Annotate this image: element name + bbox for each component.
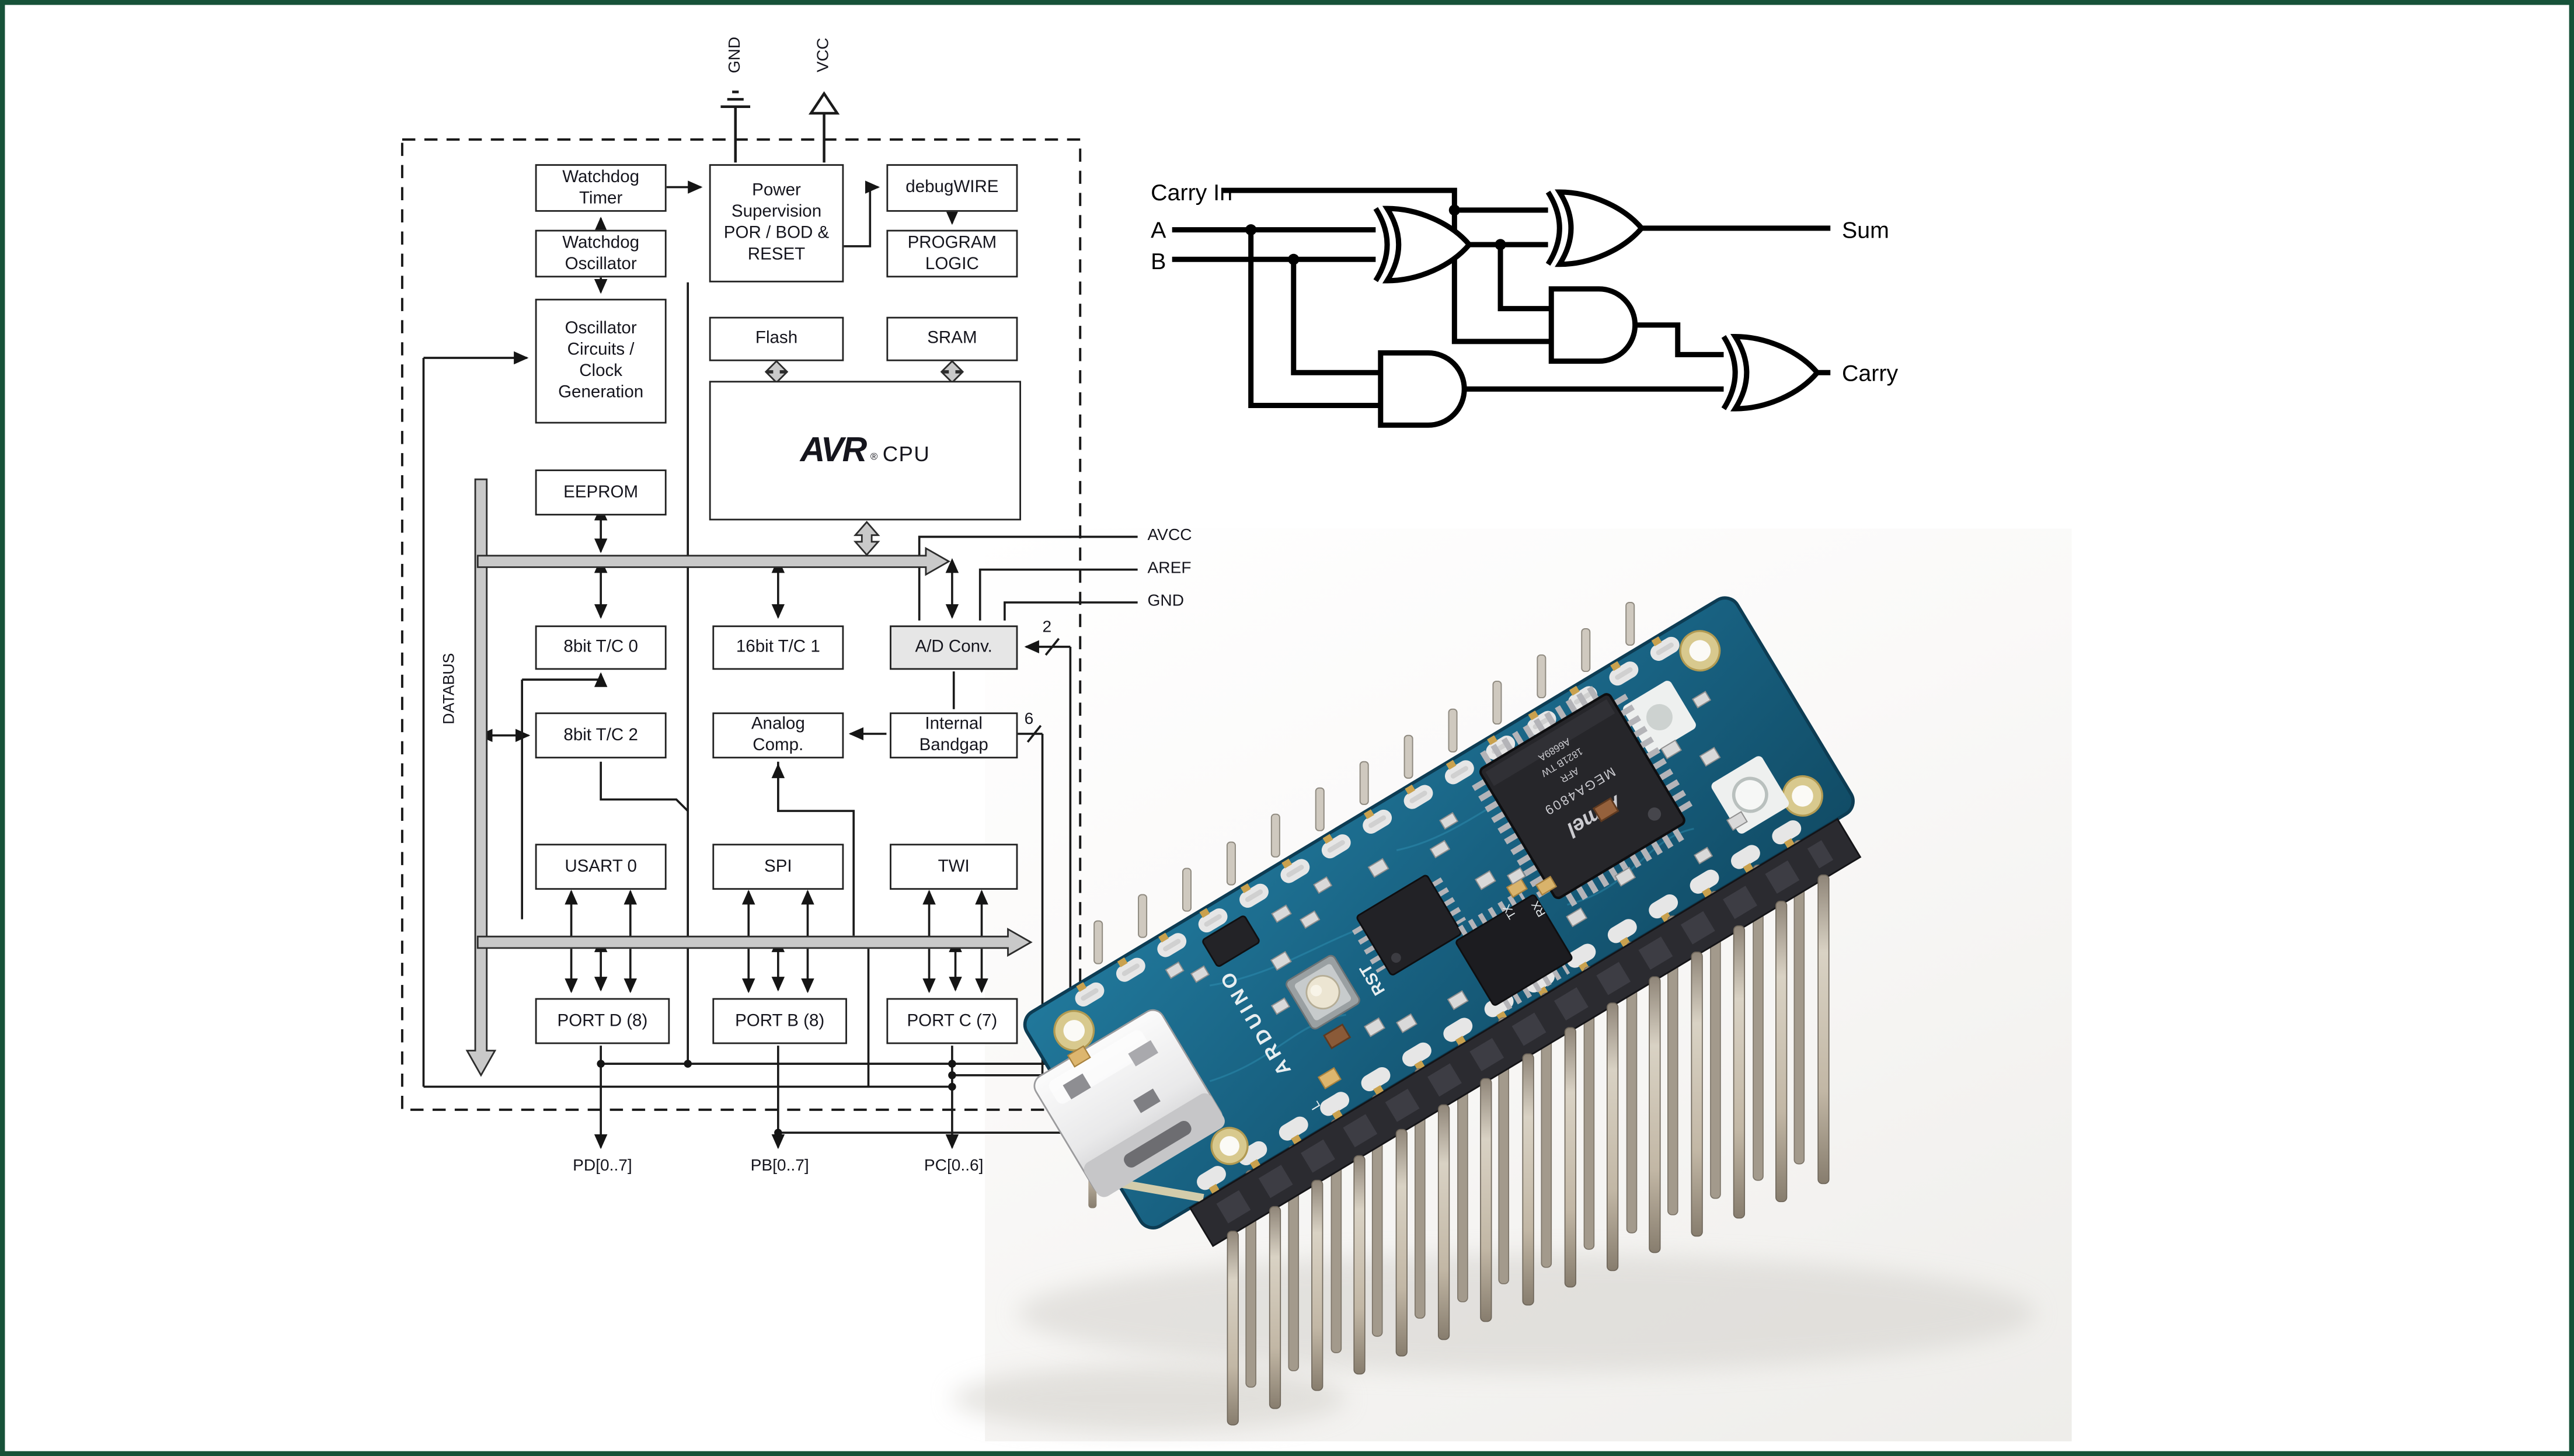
front-header-pins [1227, 874, 1830, 1426]
solder-joints-top [1075, 633, 1685, 1007]
front-header-strip [1189, 817, 1862, 1248]
pcb-chamfer-edge [1121, 1179, 1204, 1203]
block-program-logic-label: PROGRAM LOGIC [907, 232, 997, 274]
small-ic [1202, 915, 1260, 967]
block-8bit-tc0: 8bit T/C 0 [535, 625, 667, 670]
gnd-symbol-icon [720, 90, 751, 163]
block-power-supervision-label: Power Supervision POR / BOD & RESET [723, 181, 830, 264]
junction-dots [597, 1060, 956, 1137]
block-internal-bandgap-label: Internal Bandgap [919, 714, 988, 755]
block-portd-label: PORT D (8) [557, 1010, 648, 1030]
passive-components [1165, 691, 1748, 1037]
block-oscillator-circuits: Oscillator Circuits / Clock Generation [535, 298, 667, 424]
block-analog-comp-label: Analog Comp. [751, 714, 805, 755]
block-flash-label: Flash [755, 328, 798, 349]
block-8bit-tc2-label: 8bit T/C 2 [563, 724, 638, 745]
and-gate-1 [1548, 286, 1638, 364]
adder-wires [1172, 187, 1831, 409]
block-internal-bandgap: Internal Bandgap [890, 712, 1018, 759]
block-8bit-tc0-label: 8bit T/C 0 [563, 637, 638, 657]
block-portb-label: PORT B (8) [735, 1010, 825, 1030]
gnd-right-pin-label: GND [1147, 593, 1185, 611]
block-oscillator-circuits-label: Oscillator Circuits / Clock Generation [558, 319, 644, 402]
block-portc-label: PORT C (7) [907, 1010, 998, 1030]
tertiary-chip [1455, 890, 1573, 1011]
bandgap-bus-width-label: 6 [1024, 710, 1034, 729]
adder-b-label: B [1151, 248, 1166, 274]
vcc-top-label: VCC [815, 37, 834, 72]
block-sram-label: SRAM [927, 328, 977, 349]
aref-pin-label: AREF [1147, 559, 1192, 578]
adder-carry-label: Carry [1841, 359, 1899, 386]
adder-a-label: A [1151, 217, 1166, 243]
block-sram: SRAM [886, 316, 1018, 361]
mcu-dashed-boundary [400, 138, 1082, 1111]
secondary-chip [1352, 875, 1467, 976]
block-portc: PORT C (7) [886, 998, 1018, 1044]
avcc-pin-label: AVCC [1147, 527, 1192, 545]
block-twi: TWI [890, 844, 1018, 890]
block-debugwire-label: debugWIRE [905, 177, 999, 197]
and-gate-2 [1378, 350, 1467, 428]
portc-pins-label: PC[0..6] [924, 1157, 984, 1176]
portd-pins-label: PD[0..7] [573, 1157, 632, 1176]
block-debugwire: debugWIRE [886, 164, 1018, 212]
tantalum-cap [1323, 1023, 1352, 1050]
adder-sum-label: Sum [1841, 217, 1889, 243]
block-adc-label: A/D Conv. [915, 637, 992, 657]
leds [1067, 876, 1558, 1090]
cpu-label: CPU [882, 441, 931, 466]
avr-registered-mark: ® [870, 452, 878, 463]
block-watchdog-oscillator-label: Watchdog Oscillator [562, 232, 640, 274]
block-usart0-label: USART 0 [565, 856, 637, 876]
mounting-holes [1053, 630, 1823, 1165]
adder-carry-in-label: Carry In [1151, 179, 1233, 205]
solder-joints-bottom [1197, 817, 1807, 1190]
block-analog-comp: Analog Comp. [712, 712, 844, 759]
block-spi: SPI [712, 844, 844, 890]
xor-gate-2-sum [1545, 189, 1645, 267]
pcb: Atmel MEGA4809 AFR 1821B TW A6689A [1023, 596, 1855, 1229]
adder-junction-dots [1245, 204, 1506, 265]
block-adc: A/D Conv. [890, 625, 1018, 670]
block-usart0: USART 0 [535, 844, 667, 890]
block-portd: PORT D (8) [535, 998, 670, 1044]
block-watchdog-oscillator: Watchdog Oscillator [535, 229, 667, 278]
block-twi-label: TWI [938, 856, 970, 876]
portb-pins-label: PB[0..7] [750, 1157, 809, 1176]
block-eeprom: EEPROM [535, 469, 667, 515]
block-16bit-tc1-label: 16bit T/C 1 [736, 637, 820, 657]
block-16bit-tc1: 16bit T/C 1 [712, 625, 844, 670]
block-spi-label: SPI [764, 856, 792, 876]
databus-label: DATABUS [440, 653, 459, 724]
avr-brand: AVR [800, 431, 868, 469]
block-program-logic: PROGRAM LOGIC [886, 229, 1018, 278]
data-buses [465, 360, 1033, 1077]
solder-joints-top-shade [1081, 639, 1680, 1001]
adc-bus-width-label: 2 [1042, 619, 1052, 638]
block-watchdog-timer-label: Watchdog Timer [562, 166, 640, 208]
diagram-wires [422, 180, 1138, 1150]
vcc-symbol-icon [808, 91, 840, 163]
back-header-pin-tops [1093, 601, 1635, 964]
tantalum-cap-2 [1592, 797, 1619, 823]
mcu-chip: Atmel MEGA4809 AFR 1821B TW A6689A [1472, 685, 1693, 907]
gnd-top-label: GND [726, 36, 745, 74]
block-eeprom-label: EEPROM [563, 482, 639, 502]
block-portb: PORT B (8) [712, 998, 847, 1044]
block-flash: Flash [709, 316, 844, 361]
xor-gate-3-carry [1721, 333, 1821, 412]
block-avr-cpu: AVR® CPU [709, 381, 1022, 521]
reset-button [1286, 955, 1360, 1030]
white-pads [1623, 681, 1789, 834]
adder-gates [1373, 189, 1821, 428]
xor-gate-1 [1373, 205, 1473, 284]
block-watchdog-timer: Watchdog Timer [535, 164, 667, 212]
block-8bit-tc2: 8bit T/C 2 [535, 712, 667, 759]
block-power-supervision: Power Supervision POR / BOD & RESET [709, 164, 844, 283]
avr-cpu-logo: AVR® CPU [800, 430, 931, 472]
